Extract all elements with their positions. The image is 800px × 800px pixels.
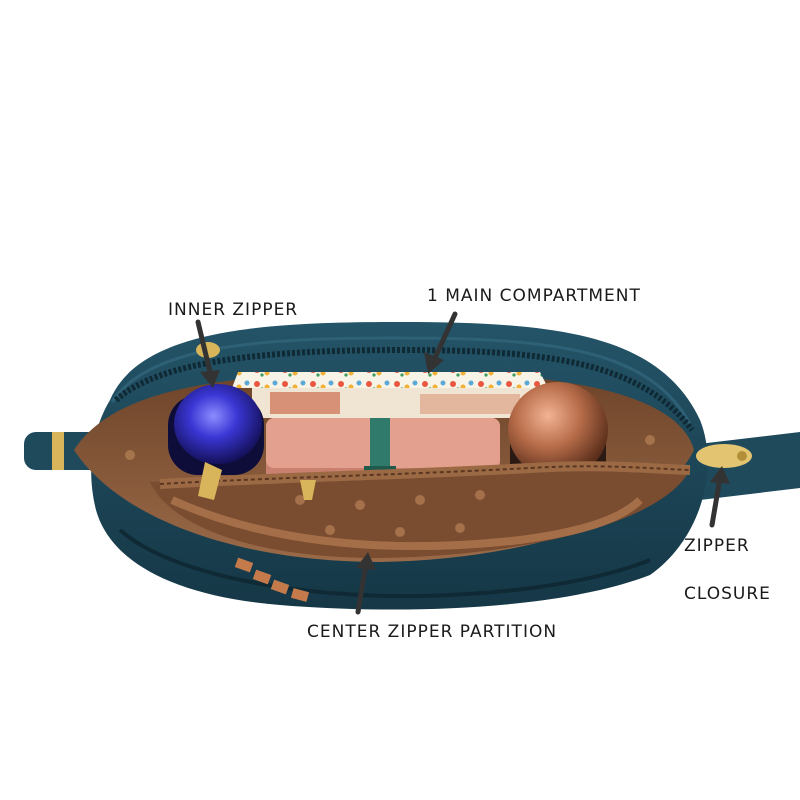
zipper-pull-partition <box>300 480 316 500</box>
lining-pattern <box>125 435 655 537</box>
arrow-main-compartment <box>424 311 458 374</box>
arrow-center-partition <box>355 552 376 615</box>
top-zipper <box>113 346 695 432</box>
label-zipper: ZIPPER <box>684 536 750 556</box>
arrow-zipper-closure <box>709 466 730 528</box>
zipper-pull-closure <box>696 444 752 468</box>
floral-notebook <box>232 372 548 418</box>
label-inner-zipper: INNER ZIPPER <box>168 300 299 320</box>
blue-bottle <box>168 384 264 475</box>
label-closure: CLOSURE <box>684 584 771 604</box>
arrow-inner-zipper <box>195 319 220 388</box>
label-center-zipper-partition: CENTER ZIPPER PARTITION <box>307 622 558 642</box>
front-accent <box>234 557 310 602</box>
label-main-compartment: 1 MAIN COMPARTMENT <box>427 286 641 306</box>
zipper-pull-inner <box>198 462 222 500</box>
